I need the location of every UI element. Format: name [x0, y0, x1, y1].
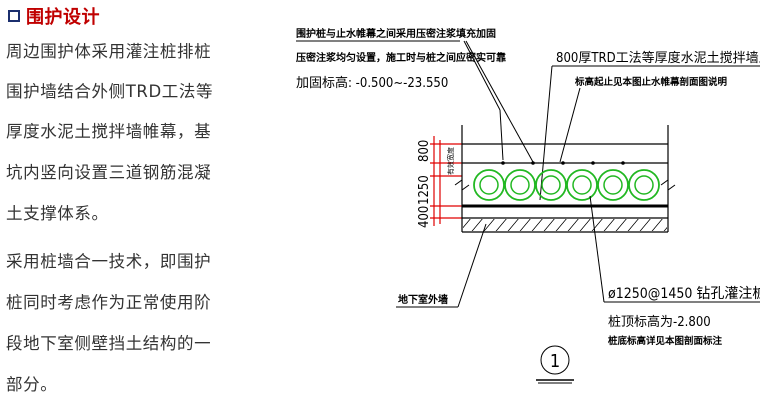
callout-trd-line1: 800厚TRD工法等厚度水泥土搅拌墙止水帷幕 — [556, 50, 760, 66]
basement-wall-label: 地下室外墙 — [398, 293, 448, 306]
pile-top-elevation: 桩顶标高为-2.800 — [608, 314, 711, 330]
soil-hatch — [463, 219, 667, 231]
section-marker-circle — [540, 345, 570, 375]
callout-trd-line2: 标高起止见本图止水帷幕剖面图说明 — [574, 76, 728, 88]
pile-bottom-elevation: 桩底标高详见本图剖面标注 — [608, 335, 723, 347]
paragraph-line: 厚度水泥土搅拌墙帷幕，基 — [6, 122, 212, 141]
text-column: 围护设计 周边围护体采用灌注桩排桩 围护墙结合外侧TRD工法等 厚度水泥土搅拌墙… — [6, 0, 256, 401]
dim-1250: 1250 — [417, 175, 432, 205]
wall-section — [454, 125, 676, 233]
paragraph-line: 桩同时考虑作为正常使用阶 — [6, 293, 212, 312]
callout-grout-line2: 压密注浆均匀设置，施工时与桩之间应密实可靠 — [296, 51, 506, 64]
paragraph-line: 周边围护体采用灌注桩排桩 — [6, 42, 212, 61]
dim-800: 800 — [417, 140, 432, 162]
dim-side-label: 有效宽度 — [446, 147, 455, 175]
leader-lines-top — [463, 40, 581, 201]
section-title: 围护设计 — [26, 7, 100, 28]
callout-grout-line1: 围护桩与止水帷幕之间采用压密注浆填充加固 — [296, 27, 496, 40]
paragraph-line: 采用桩墙合一技术，即围护 — [6, 252, 212, 271]
paragraph-line: 部分。 — [6, 375, 58, 394]
leader-lines-bottom — [396, 195, 760, 308]
section-heading: 围护设计 — [8, 4, 100, 28]
callout-grout-elevation: 加固标高: -0.500~-23.550 — [296, 75, 448, 91]
paragraph-line: 段地下室侧壁挡土结构的一 — [6, 334, 212, 353]
hollow-square-icon — [8, 10, 20, 22]
grout-points — [501, 161, 625, 165]
paragraph-line: 土支撑体系。 — [6, 204, 109, 223]
dim-400: 400 — [417, 206, 432, 228]
section-number: 1 — [550, 351, 560, 372]
bored-piles — [473, 169, 660, 201]
paragraph-line: 围护墙结合外侧TRD工法等 — [6, 82, 214, 101]
pile-spec: ø1250@1450 钻孔灌注桩WZ1 — [608, 285, 760, 302]
paragraph-line: 坑内竖向设置三道钢筋混凝 — [6, 163, 212, 182]
red-dimension-marks — [430, 136, 462, 226]
